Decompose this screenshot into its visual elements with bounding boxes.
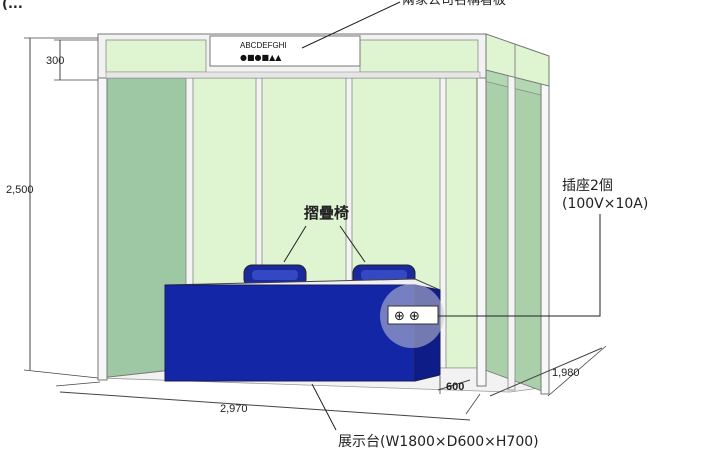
sign-leader-line <box>301 1 401 49</box>
right-wall <box>479 61 546 393</box>
outlet-symbols: ⊕ ⊕ <box>394 309 420 324</box>
front-left-post <box>97 33 108 381</box>
corner-mark: (... <box>2 0 23 12</box>
outlet-label: 插座2個 <box>562 178 613 194</box>
table-leader-line <box>311 383 337 431</box>
outlet-leader-line <box>438 214 601 317</box>
company-sign: ABCDEFGHI ●■●■▲▲ <box>209 35 361 67</box>
outlet-magnifier: ⊕ ⊕ <box>380 284 444 348</box>
chairs-label: 摺疊椅 <box>304 204 349 222</box>
sign-label: 兩家公司名稱看板 <box>402 0 506 8</box>
fascia-dimension-label: 300 <box>46 55 64 67</box>
sign-text: ABCDEFGHI <box>240 41 287 50</box>
front-right-post <box>476 33 487 387</box>
fascia-dimension: 300 <box>46 39 98 81</box>
height-dimension-label: 2,500 <box>6 184 34 196</box>
depth-dimension: 1,980 <box>489 345 607 397</box>
chairs-leader-right <box>339 225 366 263</box>
table-label: 展示台(W1800×D600×H700) <box>338 434 539 450</box>
table-depth-dimension: 600 <box>437 376 471 394</box>
width-dimension-label: 2,970 <box>220 403 248 415</box>
height-dimension: 2,500 <box>6 37 99 379</box>
outlet-spec: (100V×10A) <box>562 196 648 212</box>
depth-dimension-label: 1,980 <box>552 367 580 379</box>
width-dimension: 2,970 <box>55 381 481 421</box>
table-depth-dimension-label: 600 <box>446 381 464 393</box>
display-table <box>164 278 441 382</box>
rear-right-post <box>540 59 550 395</box>
sign-symbols: ●■●■▲▲ <box>240 53 282 62</box>
chairs-leader-left <box>283 225 307 263</box>
